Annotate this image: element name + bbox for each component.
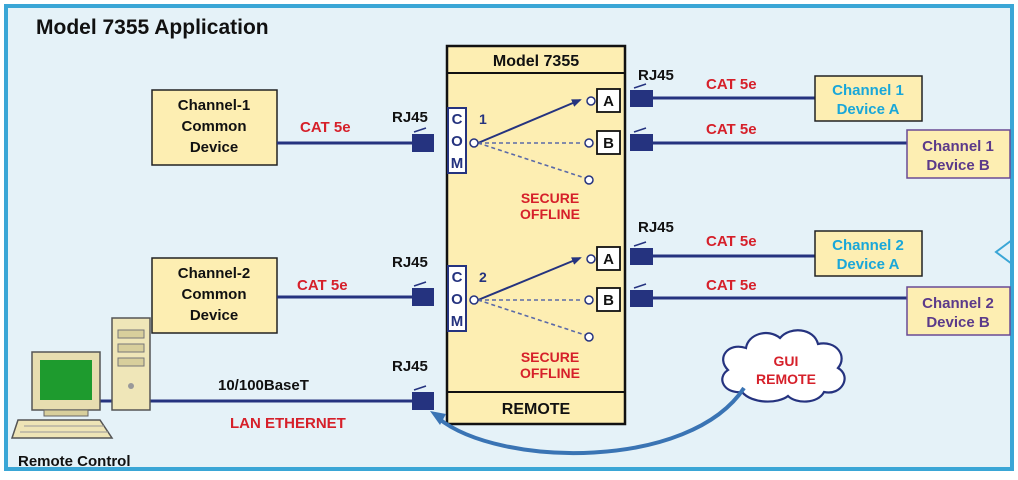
channel-1-device-b: Channel 1 Device B xyxy=(906,129,1011,179)
svg-text:Channel 2: Channel 2 xyxy=(832,237,904,254)
secure-offline-label: SECURE xyxy=(521,190,579,206)
chevron-left-icon xyxy=(994,239,1013,265)
channel-2-device-a: Channel 2 Device A xyxy=(814,230,923,277)
cat5e-label: CAT 5e xyxy=(300,119,351,136)
rj45-label: RJ45 xyxy=(392,109,428,126)
com-letter: C xyxy=(452,269,463,286)
cat5e-label: CAT 5e xyxy=(297,277,348,294)
rj45-label: RJ45 xyxy=(638,67,674,84)
com-port-1: C O M 1 xyxy=(447,107,487,174)
svg-text:GUI: GUI xyxy=(774,353,799,369)
channel-number: 2 xyxy=(479,269,487,285)
svg-text:Channel 2: Channel 2 xyxy=(922,295,994,312)
rj45-label: RJ45 xyxy=(392,254,428,271)
switch-1-wiring xyxy=(469,96,596,185)
com-port-2: C O M 2 xyxy=(447,265,487,332)
remote-link-arrow xyxy=(436,386,746,456)
switch-2-wiring xyxy=(469,254,596,342)
svg-text:REMOTE: REMOTE xyxy=(756,371,816,387)
svg-text:B: B xyxy=(603,135,614,152)
remote-section-label: REMOTE xyxy=(502,401,571,418)
com-letter: C xyxy=(452,111,463,128)
secure-offline-label: OFFLINE xyxy=(520,365,580,381)
right-cables xyxy=(650,96,907,300)
svg-text:Device: Device xyxy=(190,139,238,156)
channel-2-device-b: Channel 2 Device B xyxy=(906,286,1011,336)
cat5e-label: CAT 5e xyxy=(706,233,757,250)
secure-offline-label: SECURE xyxy=(521,349,579,365)
lan-ethernet-label: LAN ETHERNET xyxy=(230,415,346,432)
com-letter: M xyxy=(451,155,464,172)
svg-text:A: A xyxy=(603,93,614,110)
rj45-connector xyxy=(412,127,434,152)
port-2a: A xyxy=(596,246,621,271)
channel-number: 1 xyxy=(479,111,487,127)
baset-label: 10/100BaseT xyxy=(218,377,309,394)
com-letter: O xyxy=(451,133,463,150)
rj45-connector xyxy=(412,281,434,306)
cat5e-label: CAT 5e xyxy=(706,121,757,138)
switch-title: Model 7355 xyxy=(493,53,579,70)
svg-text:A: A xyxy=(603,251,614,268)
svg-text:Device A: Device A xyxy=(837,256,900,273)
port-1b: B xyxy=(596,130,621,155)
rj45-label: RJ45 xyxy=(392,358,428,375)
secure-offline-label: OFFLINE xyxy=(520,206,580,222)
rj45-connector xyxy=(630,283,653,307)
channel-2-common-device: Channel-2 Common Device xyxy=(151,257,278,334)
svg-text:Channel 1: Channel 1 xyxy=(922,138,994,155)
svg-text:Device: Device xyxy=(190,307,238,324)
channel-1-device-a: Channel 1 Device A xyxy=(814,75,923,122)
cat5e-label: CAT 5e xyxy=(706,76,757,93)
rj45-connector xyxy=(630,83,653,107)
computer-icon xyxy=(10,317,151,439)
rj45-connector xyxy=(630,241,653,265)
svg-text:Device B: Device B xyxy=(926,157,990,174)
svg-text:Channel-1: Channel-1 xyxy=(178,97,251,114)
svg-text:Common: Common xyxy=(182,118,247,135)
port-1a: A xyxy=(596,88,621,113)
rj45-connector xyxy=(412,385,434,410)
remote-control-label: Remote Control xyxy=(18,453,131,470)
svg-text:Device B: Device B xyxy=(926,314,990,331)
rj45-label: RJ45 xyxy=(638,219,674,236)
rj45-connector xyxy=(630,127,653,151)
com-letter: M xyxy=(451,313,464,330)
cat5e-label: CAT 5e xyxy=(706,277,757,294)
channel-1-common-device: Channel-1 Common Device xyxy=(151,89,278,166)
svg-text:Device A: Device A xyxy=(837,101,900,118)
port-2b: B xyxy=(596,287,621,312)
svg-text:Channel-2: Channel-2 xyxy=(178,265,251,282)
gui-remote-cloud: GUI REMOTE xyxy=(721,329,846,403)
svg-text:Common: Common xyxy=(182,286,247,303)
model-7355-switch: Model 7355 REMOTE xyxy=(445,44,627,426)
com-letter: O xyxy=(451,291,463,308)
diagram-title: Model 7355 Application xyxy=(36,16,269,39)
svg-text:Channel 1: Channel 1 xyxy=(832,82,904,99)
arrow-head-icon xyxy=(430,411,446,425)
svg-text:B: B xyxy=(603,292,614,309)
